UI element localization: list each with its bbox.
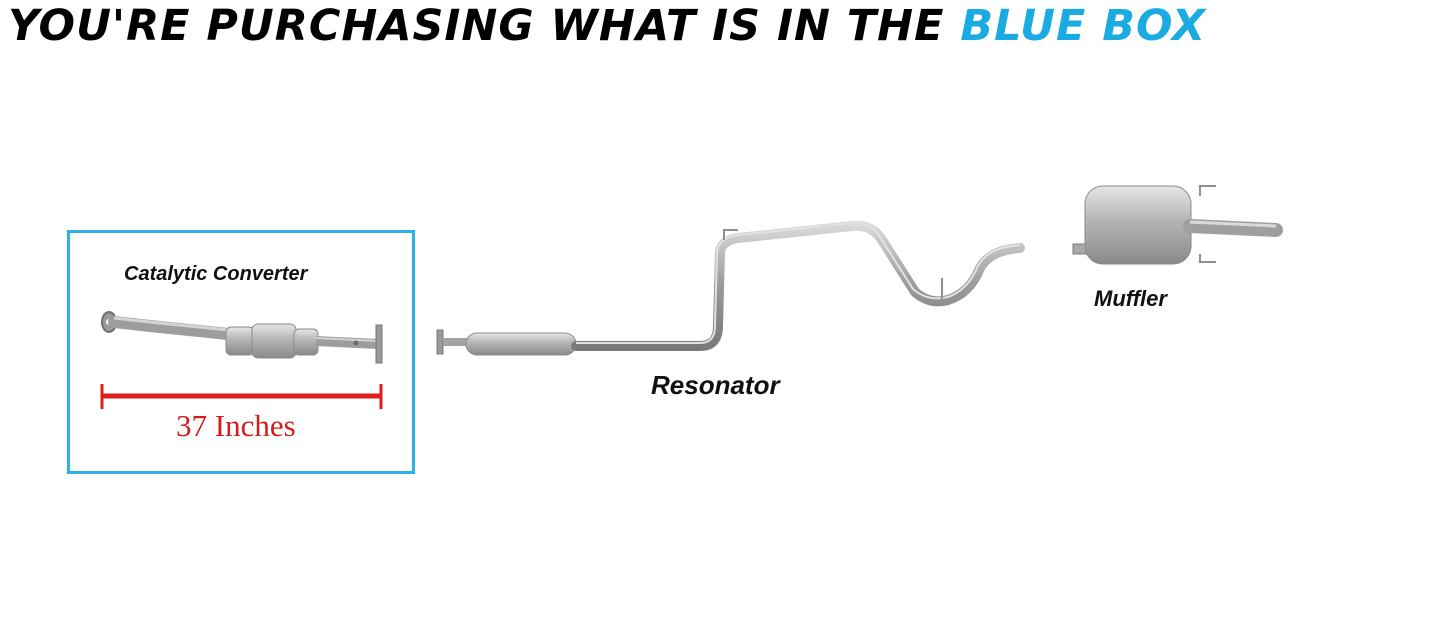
muffler-label: Muffler [1094, 286, 1167, 311]
catalytic-converter-label: Catalytic Converter [124, 263, 308, 285]
blue-box-frame [67, 230, 415, 474]
resonator-pipe-image [436, 220, 1025, 356]
headline-prefix: YOU'RE PURCHASING WHAT IS IN THE [8, 1, 961, 51]
headline: YOU'RE PURCHASING WHAT IS IN THE BLUE BO… [8, 0, 1438, 52]
muffler-image [1072, 185, 1283, 265]
catalytic-converter-image [101, 311, 383, 364]
measurement-line [100, 384, 383, 409]
measurement-label: 37 Inches [176, 408, 296, 443]
resonator-label: Resonator [651, 370, 780, 400]
headline-highlight: BLUE BOX [960, 1, 1207, 51]
